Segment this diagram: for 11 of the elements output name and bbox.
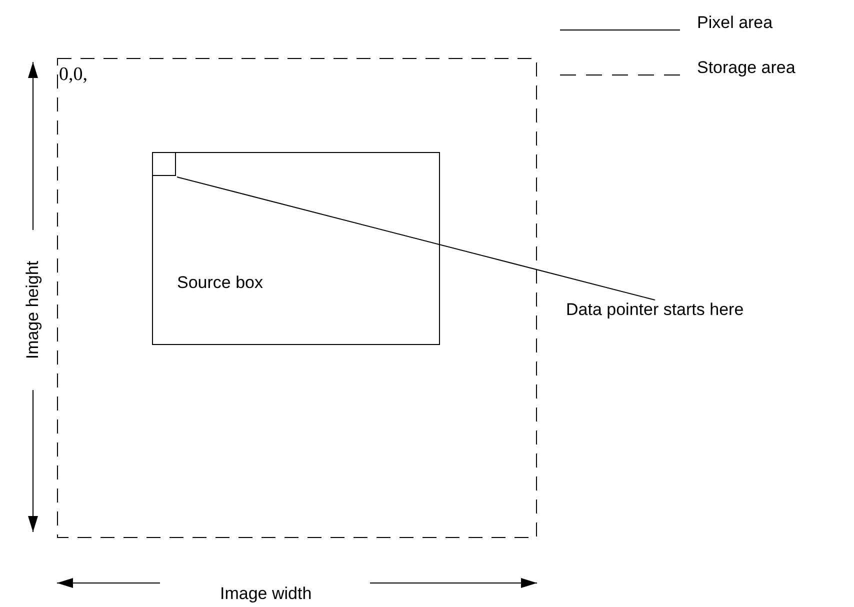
annotation-text: Data pointer starts here: [566, 300, 744, 320]
coordinate-label: 0,0,: [59, 64, 88, 86]
leader-line: [176, 176, 656, 300]
pointer-square: [152, 152, 176, 176]
legend-label: Pixel area: [697, 13, 773, 33]
dimension-label: Image height: [23, 260, 44, 360]
source-box: [152, 152, 440, 345]
box-label: Source box: [177, 273, 263, 293]
dimension-label: Image width: [220, 584, 312, 604]
legend-label: Storage area: [697, 58, 796, 78]
storage-area-box: [57, 58, 537, 538]
